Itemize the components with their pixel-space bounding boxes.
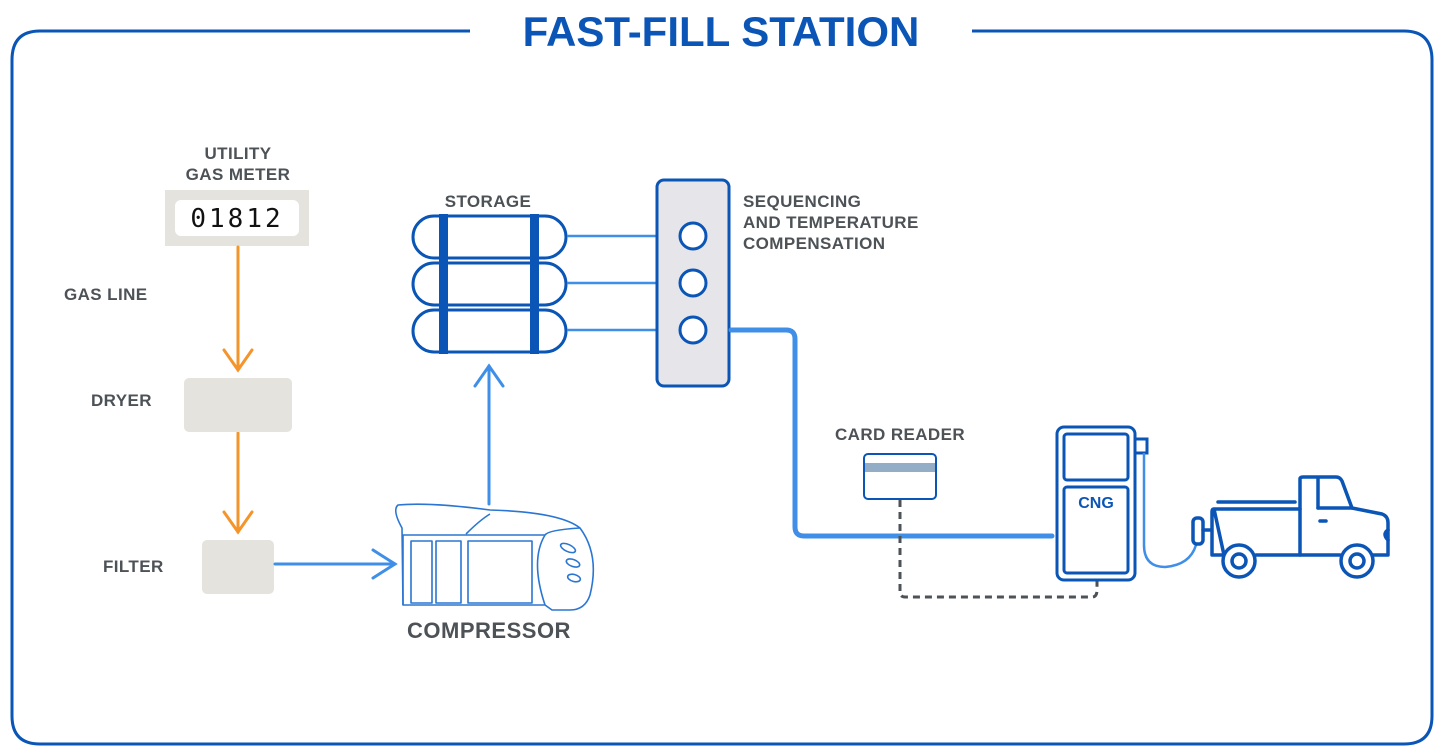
sequencing-panel [655,178,731,388]
compressor-label: COMPRESSOR [407,618,571,643]
dispenser-panel [1062,485,1130,575]
filter-box [202,540,274,594]
arrow-head-icon [371,548,398,580]
compressor-hood-crease [465,513,491,535]
compressor-end-cap [536,534,546,606]
utility-gas-meter: UTILITY GAS METER 01812 [165,144,309,246]
vent-slot [559,542,577,554]
sequencing-label-line2: AND TEMPERATURE [743,213,919,232]
sequencing-label-line3: COMPENSATION [743,234,885,253]
compressor-panel-3 [467,540,533,604]
arrow-head-icon [473,363,505,388]
compressor-body [394,503,595,611]
dispenser-screen [1062,432,1130,482]
dryer-box [184,378,292,432]
storage-tank [411,261,568,307]
fuel-nozzle [1191,516,1205,546]
card-reader-icon [863,453,937,500]
dispenser-body [1055,425,1137,582]
truck-hub-rear [1230,552,1248,570]
truck-hub-front [1348,552,1366,570]
compressor-panel-1 [410,540,433,604]
card-reader-signal-line [898,500,1099,599]
compressor-panel-2 [435,540,462,604]
sequencing-label-line1: SEQUENCING [743,192,861,211]
gas-line-label: GAS LINE [64,285,148,304]
arrow-head-icon [222,348,254,373]
card-reader-label: CARD READER [835,425,965,444]
storage-tank [411,214,568,260]
tank-strap-right [530,214,539,354]
storage-tanks [411,214,568,354]
gas-line [222,245,254,535]
cng-dispenser: CNG [1055,425,1149,582]
pickup-truck-icon [1191,475,1390,579]
valve-icon [678,221,708,251]
nozzle-holder [1133,437,1149,455]
compressor-icon [394,503,595,611]
storage-tank [411,308,568,354]
compressor-hood-line [402,527,581,536]
truck-bumper [1383,528,1390,542]
sequencing-to-dispenser-line [728,327,1055,539]
dryer-label: DRYER [91,391,152,410]
fuel-hose [1142,453,1198,569]
valve-icon [678,315,708,345]
meter-label-line1: UTILITY [204,144,271,163]
arrow-head-icon [222,510,254,535]
vent-slot [565,558,581,568]
meter-display [175,200,299,236]
filter-label: FILTER [103,557,164,576]
meter-reading: 01812 [190,204,283,234]
meter-label-line2: GAS METER [186,165,291,184]
storage-label: STORAGE [445,192,532,211]
compressor-to-storage-flow [473,363,505,506]
filter-to-compressor-flow [273,548,398,580]
frame-border [10,29,1434,746]
diagram-title: FAST-FILL STATION [523,8,920,55]
vent-slot [566,573,582,583]
tank-strap-left [439,214,448,354]
dispenser-label: CNG [1078,495,1114,512]
valve-icon [678,268,708,298]
storage-to-sequencing-lines [567,234,657,332]
